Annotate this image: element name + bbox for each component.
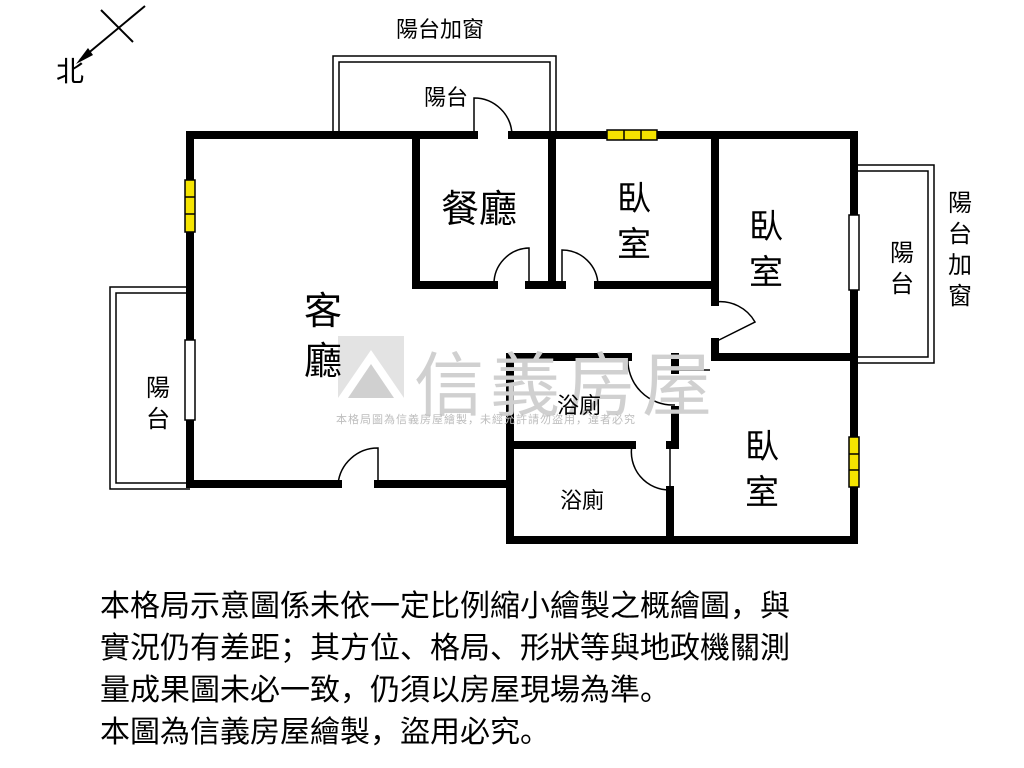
doors [337,97,757,491]
room-bedroom-2-label: 臥室 [749,207,783,293]
right-balcony-label: 陽台 [890,239,914,298]
top-balcony-note: 陽台加窗 [396,18,485,43]
watermark-logo-icon [338,336,404,398]
room-bedroom-1-label: 臥室 [617,179,651,265]
disclaimer-line: 實況仍有差距；其方位、格局、形狀等與地政機關測 [100,631,790,666]
compass-north-label: 北 [56,55,85,88]
right-balcony-note: 陽台加窗 [948,189,972,310]
compass-arrow-icon [76,5,146,64]
balcony-outlines [109,55,935,490]
balcony-doors [184,214,860,421]
room-bathroom-2-label: 浴廁 [560,489,605,514]
room-dining-label: 餐廳 [441,187,518,231]
room-bedroom-3-label: 臥室 [745,427,779,513]
disclaimer-line: 本格局示意圖係未依一定比例縮小繪製之概繪圖，與 [100,589,790,624]
room-living-label: 客廳 [303,289,342,383]
watermark-brand: 信義房屋 [414,345,718,427]
walls [186,131,858,544]
disclaimer-text: 本格局示意圖係未依一定比例縮小繪製之概繪圖，與 實況仍有差距；其方位、格局、形狀… [100,586,930,754]
room-bathroom-1-label: 浴廁 [557,394,602,419]
disclaimer-line: 本圖為信義房屋繪製，盜用必究。 [100,715,550,750]
left-balcony-label: 陽台 [146,374,170,433]
watermark-notice: 本格局圖為信義房屋繪製，未經允許請勿盜用，違者必究 [336,413,636,426]
disclaimer-line: 量成果圖未必一致，仍須以房屋現場為準。 [100,673,670,708]
top-balcony-label: 陽台 [424,86,469,111]
windows [184,129,860,488]
